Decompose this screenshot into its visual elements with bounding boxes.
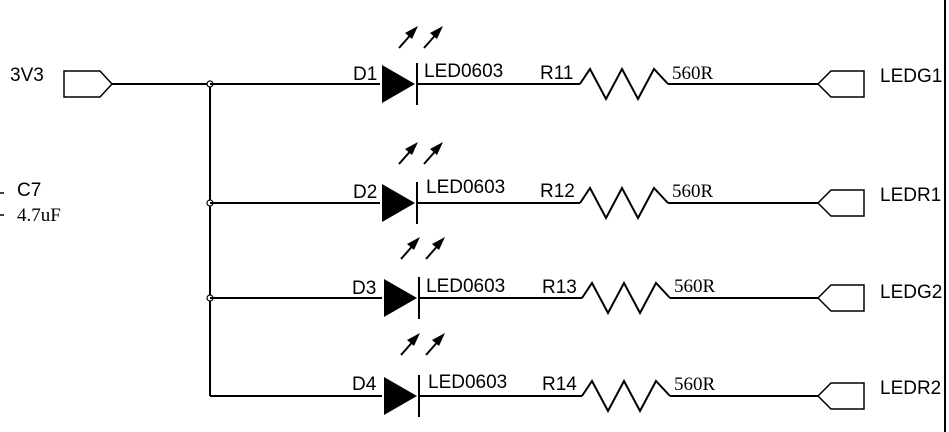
led-footprint: LED0603	[426, 276, 505, 297]
power-port-flag	[63, 70, 114, 98]
led-diode-icon	[382, 65, 415, 103]
output-port-label: LEDR1	[880, 185, 941, 206]
led-ref: D3	[352, 278, 376, 299]
power-port-label: 3V3	[10, 65, 44, 86]
led-footprint: LED0603	[426, 177, 505, 198]
emission-arrows-icon	[400, 333, 445, 356]
resistor-ref: R14	[542, 374, 577, 395]
resistor-zigzag-icon	[581, 280, 671, 316]
capacitor-value: 4.7uF	[17, 205, 61, 226]
led-ref: D1	[353, 64, 377, 85]
led-footprint: LED0603	[424, 61, 503, 82]
led-row-4: D4 LED0603 R14 560R LEDR2	[210, 333, 941, 417]
output-port-flag	[816, 189, 865, 217]
resistor-value: 560R	[674, 276, 716, 297]
emission-arrows-icon	[400, 237, 445, 260]
led-row-3: D3 LED0603 R13 560R LEDG2	[210, 237, 942, 319]
resistor-ref: R12	[540, 181, 575, 202]
resistor-value: 560R	[672, 63, 714, 84]
led-footprint: LED0603	[428, 372, 507, 393]
output-port-label: LEDG1	[880, 66, 942, 87]
capacitor-ref: C7	[17, 180, 41, 201]
resistor-value: 560R	[672, 181, 714, 202]
led-row-1: D1 LED0603 R11 560R LEDG1	[210, 26, 942, 105]
emission-arrows-icon	[398, 142, 443, 165]
resistor-zigzag-icon	[581, 378, 671, 414]
capacitor-c7: C7 4.7uF	[0, 180, 61, 226]
output-port-flag	[816, 284, 865, 312]
led-row-2: D2 LED0603 R12 560R LEDR1	[210, 142, 941, 224]
output-port-label: LEDR2	[880, 378, 941, 399]
output-port-flag	[816, 382, 865, 410]
led-diode-icon	[384, 279, 417, 317]
led-diode-icon	[382, 184, 415, 222]
resistor-zigzag-icon	[579, 185, 669, 221]
resistor-ref: R11	[540, 63, 573, 84]
power-port-3v3: 3V3	[10, 65, 114, 98]
led-ref: D4	[352, 374, 377, 395]
emission-arrows-icon	[398, 26, 443, 49]
resistor-ref: R13	[542, 277, 577, 298]
output-port-flag	[816, 70, 865, 98]
resistor-value: 560R	[674, 374, 716, 395]
led-ref: D2	[353, 182, 377, 203]
output-port-label: LEDG2	[880, 282, 942, 303]
led-diode-icon	[384, 377, 417, 415]
resistor-zigzag-icon	[579, 66, 669, 102]
